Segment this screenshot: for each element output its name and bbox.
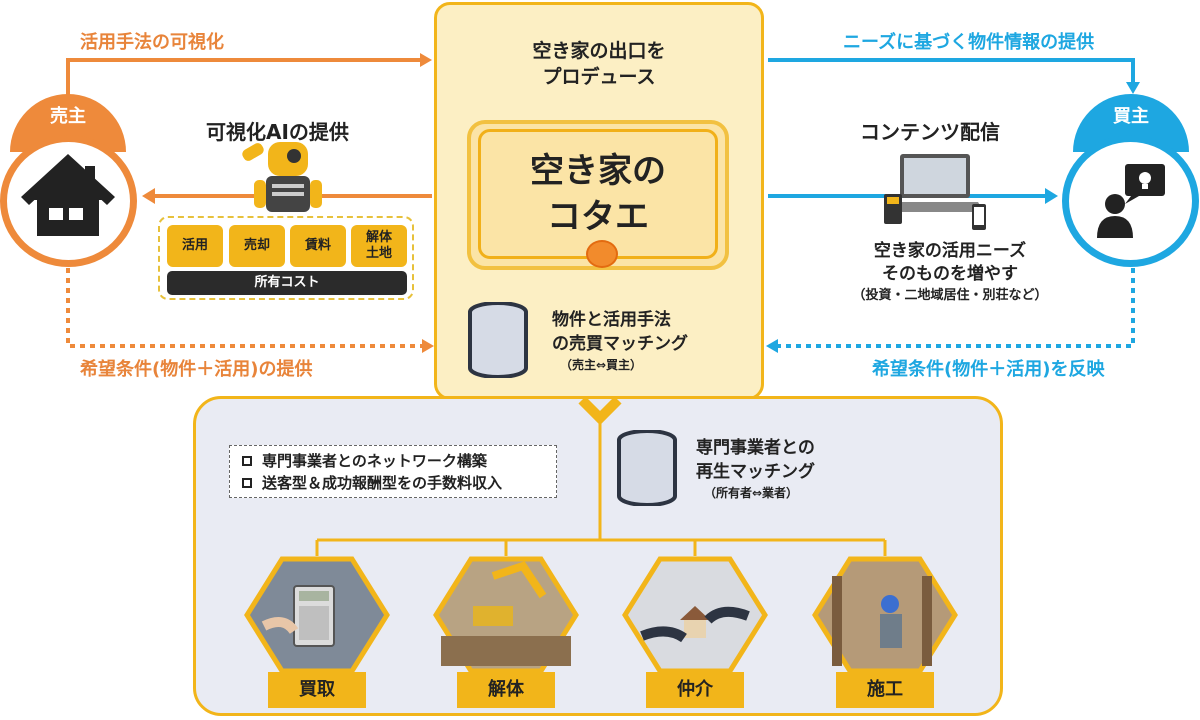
matching-line2: の売買マッチング — [552, 334, 688, 354]
brand-line2: コタエ — [547, 197, 649, 237]
visualization-label: 活用手法の可視化 — [80, 32, 224, 53]
revenue-list: 専門事業者とのネットワーク構築 送客型＆成功報酬型をの手数料収入 — [229, 445, 557, 498]
database-icon — [468, 302, 528, 378]
construction-worker-icon — [812, 556, 958, 674]
brand-dot — [586, 240, 618, 268]
service-construction: 施工 — [836, 672, 934, 708]
ownership-cost-bar: 所有コスト — [167, 271, 407, 295]
arrowhead — [1045, 188, 1058, 204]
buyer-circle — [1062, 135, 1199, 267]
cost-item-rent: 賃料 — [290, 225, 346, 267]
content-description: 空き家の活用ニーズ そのものを増やす （投資・二地域居住・別荘など） — [830, 240, 1070, 306]
service-demolition: 解体 — [457, 672, 555, 708]
excavator-icon — [433, 556, 579, 674]
content-heading: コンテンツ配信 — [860, 120, 1000, 144]
property-info-label: ニーズに基づく物件情報の提供 — [843, 32, 1095, 53]
matching-line1: 物件と活用手法 — [552, 310, 671, 330]
laptop-devices-icon — [884, 154, 986, 230]
service-brokerage: 仲介 — [646, 672, 744, 708]
cost-item-demolish: 解体 土地 — [351, 225, 407, 267]
person-idea-icon — [1097, 164, 1165, 238]
arrowhead — [1126, 82, 1140, 94]
handshake-house-icon — [622, 556, 768, 674]
house-icon — [21, 154, 115, 236]
arrowhead — [766, 339, 778, 353]
brand-name: 空き家の コタエ — [478, 148, 718, 240]
content-examples: （投資・二地域居住・別荘など） — [852, 288, 1048, 303]
service-purchase: 買取 — [268, 672, 366, 708]
regen-line1: 専門事業者との — [696, 438, 815, 458]
checkbox-icon — [242, 478, 252, 488]
brand-line1: 空き家の — [530, 151, 666, 191]
calculator-icon — [244, 556, 390, 674]
content-line2: そのものを増やす — [882, 264, 1018, 284]
seller-conditions-label: 希望条件(物件＋活用)の提供 — [80, 359, 313, 380]
cost-box — [158, 216, 414, 300]
database-icon — [617, 430, 677, 506]
matching-sub: （売主⇔買主） — [560, 358, 643, 372]
arrowhead — [142, 188, 155, 204]
center-intro: 空き家の出口を プロデュース — [434, 38, 764, 90]
center-intro-line2: プロデュース — [542, 66, 656, 88]
regen-sub: （所有者⇔業者） — [704, 486, 799, 500]
list-item: 送客型＆成功報酬型をの手数料収入 — [242, 472, 544, 494]
center-to-buyer-arrow — [768, 58, 1135, 86]
chevron-down-icon — [578, 396, 622, 426]
seller-circle — [0, 135, 137, 267]
checkbox-icon — [242, 456, 252, 466]
matching-text: 物件と活用手法 の売買マッチング （売主⇔買主） — [552, 308, 688, 374]
cost-item-utilize: 活用 — [167, 225, 223, 267]
cost-item-sell: 売却 — [229, 225, 285, 267]
center-intro-line1: 空き家の出口を — [532, 40, 666, 62]
regen-line2: 再生マッチング — [696, 462, 815, 482]
arrowhead — [420, 53, 432, 67]
content-line1: 空き家の活用ニーズ — [873, 241, 1027, 261]
arrowhead — [422, 339, 434, 353]
robot-icon — [242, 142, 322, 212]
ai-heading: 可視化AIの提供 — [206, 120, 349, 144]
buyer-conditions-label: 希望条件(物件＋活用)を反映 — [872, 359, 1105, 380]
regen-text: 専門事業者との 再生マッチング （所有者⇔業者） — [696, 436, 815, 502]
list-item: 専門事業者とのネットワーク構築 — [242, 450, 544, 472]
